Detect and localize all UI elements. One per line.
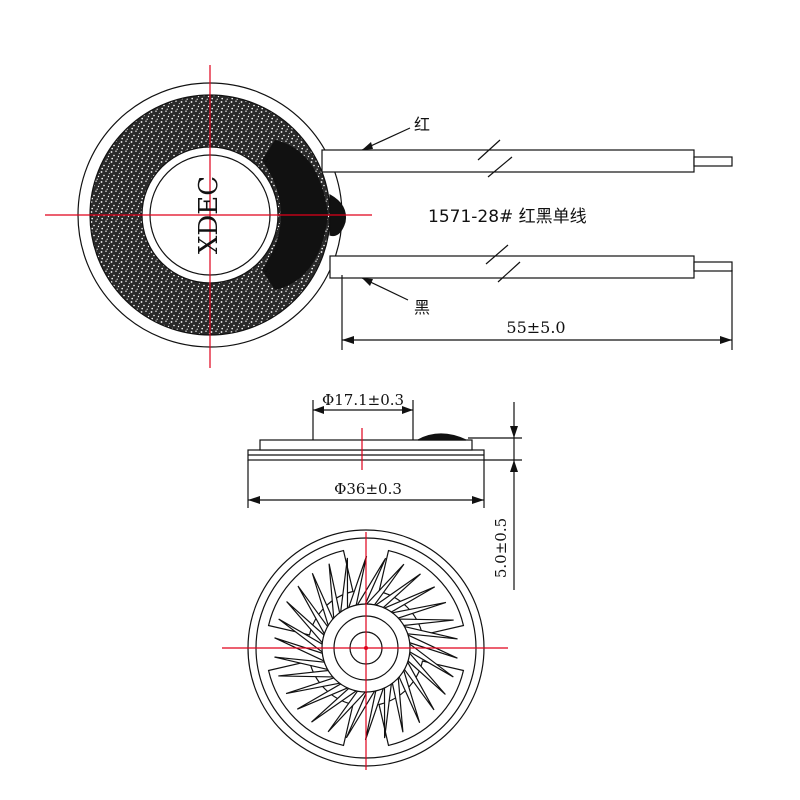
cone-spoke [339, 557, 349, 614]
cone-spoke [278, 669, 335, 678]
wire-red-label: 红 [414, 115, 430, 134]
height-dim: 5.0±0.5 [492, 518, 510, 578]
cone-spokes [274, 555, 458, 741]
front-center-dot [364, 646, 368, 650]
red-lead-tip [693, 156, 733, 167]
break-mark [487, 156, 513, 178]
break-mark [477, 139, 501, 161]
cone-spoke [328, 563, 341, 620]
black-lead-tip [693, 261, 733, 272]
break-mark [497, 261, 521, 283]
outer-diameter-dim: Φ36±0.3 [334, 480, 402, 498]
lead-length-dim: 55±5.0 [506, 318, 565, 337]
black-lead-wire [329, 255, 695, 279]
cone-spoke [383, 682, 393, 739]
break-mark [485, 244, 509, 265]
cone-lobe [378, 660, 465, 747]
cone-lobes [267, 549, 465, 747]
cone-spoke [391, 676, 404, 733]
cone-lobe [267, 549, 354, 636]
terminal-dome [417, 433, 467, 441]
inner-diameter-dim: Φ17.1±0.3 [322, 391, 404, 409]
side-view [247, 400, 522, 590]
top-center-mark [45, 65, 372, 368]
wire-black-label: 黑 [414, 298, 430, 317]
brand-text: XDEC [194, 176, 224, 254]
cone-spoke [397, 618, 454, 627]
model-label: 1571-28# 红黑单线 [428, 207, 587, 227]
brand-group: XDEC [194, 176, 224, 254]
top-view [77, 82, 733, 350]
magnet-top [259, 439, 473, 451]
